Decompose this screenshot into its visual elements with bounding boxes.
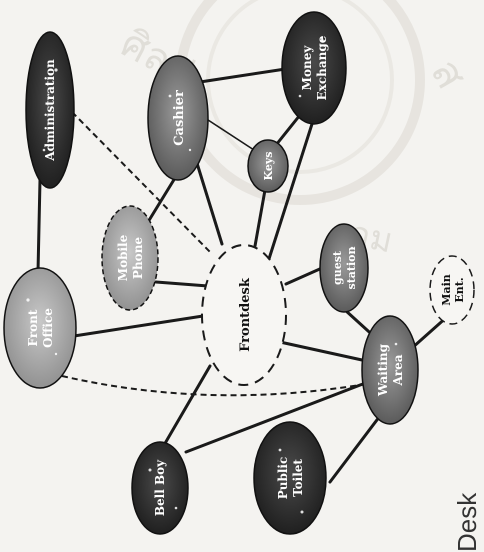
bell-boy-node: Bell Boy (131, 441, 189, 535)
scan-speckles (26, 38, 398, 514)
waiting-area-label-line1: Waiting (376, 343, 390, 397)
cashier-node: Cashier (147, 55, 209, 181)
line-frontoffice-frontdesk (72, 314, 205, 338)
svg-text:ส: ส (421, 51, 476, 98)
mobile-phone-node: Mobile Phone (101, 205, 159, 311)
public-toilet-label-line1: Public (276, 457, 290, 500)
line-administration-frontoffice (36, 178, 42, 274)
line-waiting-main (410, 314, 450, 350)
main-entrance-label-line2: Ent. (453, 277, 466, 302)
dash-administration-frontdesk (71, 111, 213, 255)
administration-node: Administration (25, 31, 75, 189)
public-toilet-node: Public Toilet (253, 421, 327, 535)
money-exchange-label-line1: Money (300, 45, 314, 91)
guest-station-node: guest station (319, 223, 369, 313)
line-frontdesk-waiting (278, 340, 364, 362)
front-office-label-line1: Front (26, 309, 40, 346)
mobile-phone-label-line2: Phone (131, 237, 145, 279)
waiting-area-label-line2: Area (391, 354, 405, 386)
front-office-label-line2: Office (41, 308, 55, 348)
waiting-area-node: Waiting Area (361, 315, 419, 425)
line-keys-frontdesk (253, 188, 267, 248)
line-money-frontdesk (266, 122, 314, 264)
guest-station-label-line2: station (345, 247, 358, 290)
main-entrance-label-line1: Main (440, 274, 453, 305)
main-entrance-node: Main Ent. (429, 255, 475, 325)
line-money-keys (274, 113, 302, 147)
front-office-node: Front Office (3, 267, 77, 389)
dashed-lines (61, 111, 367, 397)
line-mobile-frontdesk (154, 280, 210, 288)
money-exchange-node: Money Exchange (281, 11, 347, 125)
line-frontdesk-guest (284, 266, 324, 286)
bell-boy-label: Bell Boy (153, 459, 167, 516)
mobile-phone-label-line1: Mobile (116, 234, 130, 281)
keys-label: Keys (262, 152, 275, 181)
money-exchange-label-line2: Exchange (315, 35, 329, 100)
caption-fragment: Desk (452, 492, 482, 552)
front-desk-node: Frontdesk (201, 244, 287, 386)
line-frontdesk-bellboy (158, 364, 212, 454)
keys-node: Keys (247, 139, 289, 193)
administration-label: Administration (43, 59, 57, 162)
line-cashier-frontdesk (194, 158, 224, 246)
line-cashier-mobile (146, 176, 177, 224)
dash-frontoffice-waiting (61, 375, 367, 397)
line-waiting-bellboy (184, 380, 370, 454)
guest-station-label-line1: guest (331, 250, 344, 285)
cashier-label: Cashier (172, 90, 187, 146)
front-desk-label: Frontdesk (238, 277, 253, 352)
line-cashier-money (198, 66, 294, 84)
line-cashier-keys (204, 117, 255, 151)
public-toilet-label-line2: Toilet (291, 459, 305, 497)
